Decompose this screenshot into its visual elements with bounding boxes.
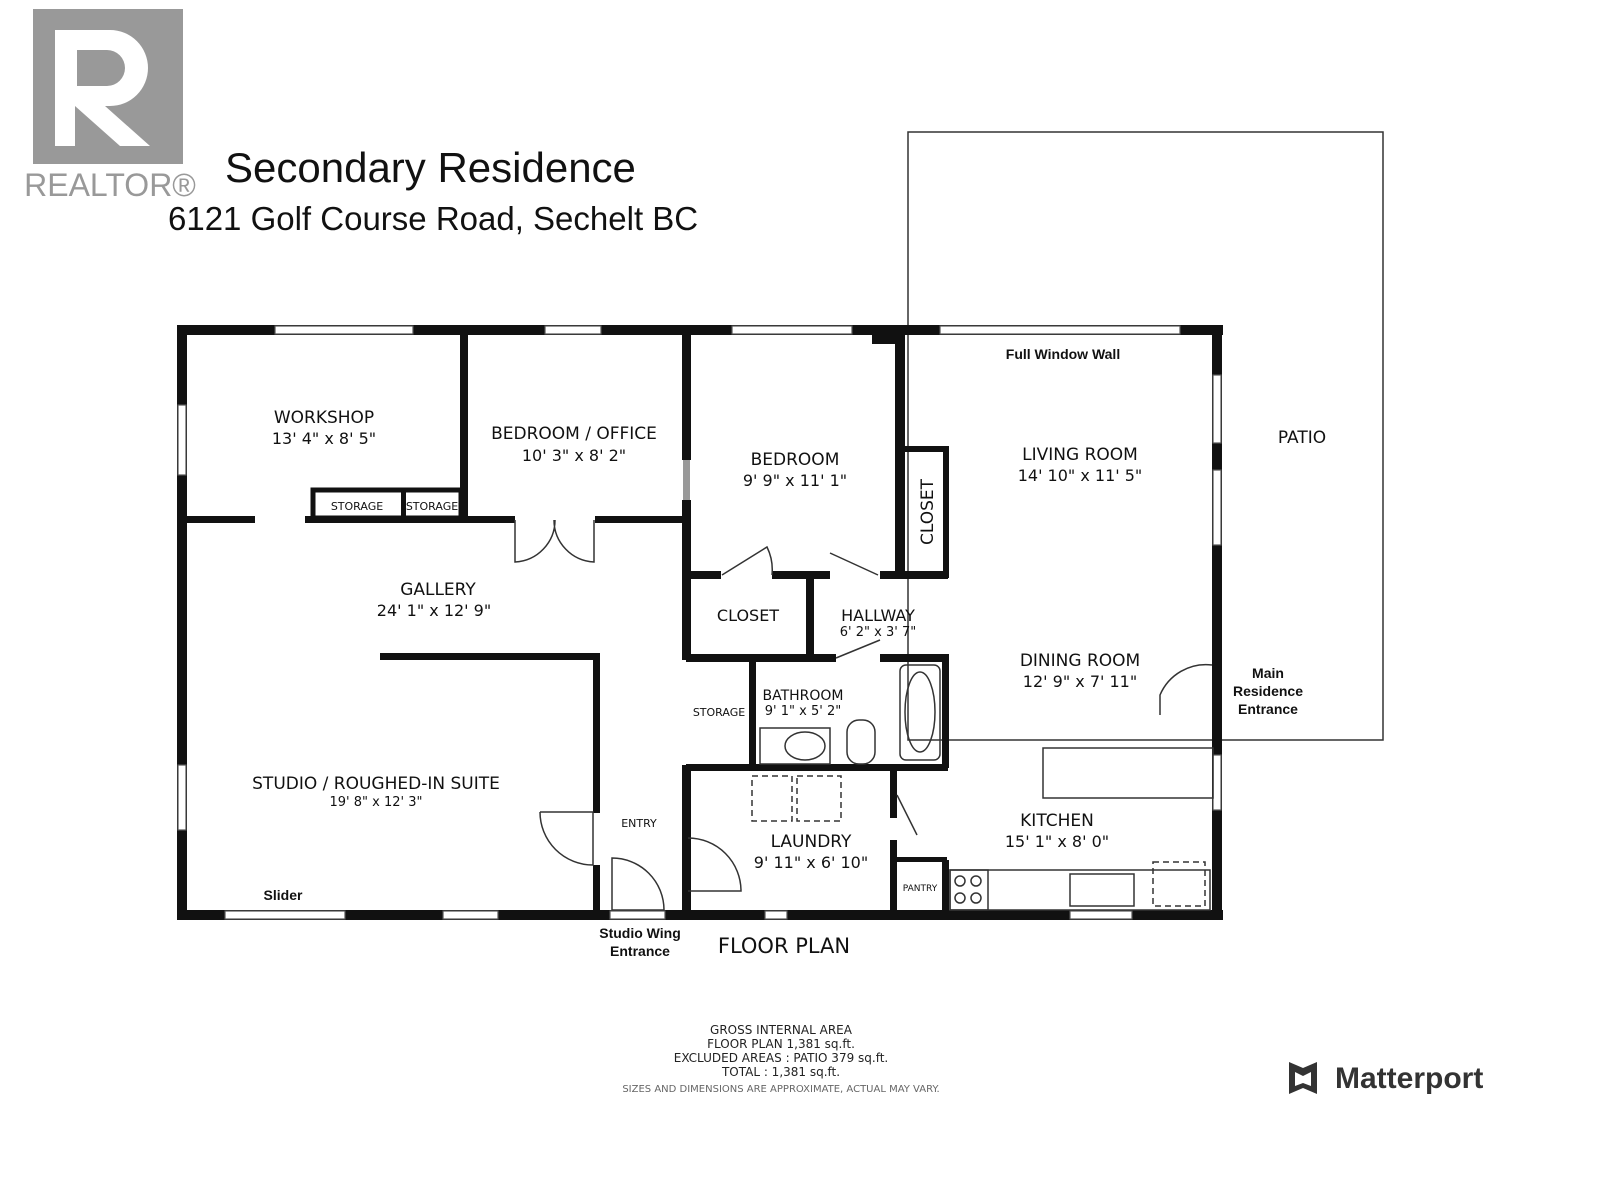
room-storage-2: STORAGE (406, 500, 458, 513)
room-dining-dims: 12' 9" x 7' 11" (1023, 672, 1137, 691)
realtor-logo: REALTOR® (24, 9, 196, 203)
room-storage-hall: STORAGE (693, 706, 745, 719)
room-bedroom-office-name: BEDROOM / OFFICE (491, 424, 657, 444)
room-closet: CLOSET (717, 606, 779, 625)
room-living-name: LIVING ROOM (1022, 445, 1138, 465)
room-studio-dims: 19' 8" x 12' 3" (330, 795, 423, 810)
room-entry: ENTRY (621, 817, 657, 830)
area-total: TOTAL : 1,381 sq.ft. (721, 1065, 840, 1079)
room-gallery-name: GALLERY (400, 580, 476, 600)
floor-plan-label: FLOOR PLAN (718, 934, 850, 958)
doors-fixtures (514, 519, 1214, 911)
area-disclaimer: SIZES AND DIMENSIONS ARE APPROXIMATE, AC… (622, 1084, 939, 1095)
room-laundry-name: LAUNDRY (771, 832, 852, 852)
room-closet-bedroom: CLOSET (918, 478, 938, 545)
label-studio-entrance-1: Studio Wing (599, 925, 681, 941)
label-studio-entrance-2: Entrance (610, 943, 670, 959)
room-workshop-name: WORKSHOP (274, 408, 374, 428)
room-dining-name: DINING ROOM (1020, 651, 1140, 671)
label-main-entrance-2: Residence (1233, 683, 1303, 699)
room-studio-name: STUDIO / ROUGHED-IN SUITE (252, 774, 500, 794)
room-hallway-dims: 6' 2" x 3' 7" (840, 625, 916, 640)
matterport-logo: Matterport (1289, 1062, 1483, 1095)
room-kitchen-dims: 15' 1" x 8' 0" (1005, 832, 1109, 851)
area-heading: GROSS INTERNAL AREA (710, 1023, 853, 1037)
realtor-logo-text: REALTOR® (24, 167, 196, 203)
room-gallery-dims: 24' 1" x 12' 9" (377, 601, 491, 620)
area-floor-plan: FLOOR PLAN 1,381 sq.ft. (707, 1037, 855, 1051)
label-main-entrance-1: Main (1252, 665, 1284, 681)
patio-outline (907, 131, 1384, 741)
windows (177, 325, 1222, 920)
room-pantry: PANTRY (903, 884, 938, 894)
room-bathroom-dims: 9' 1" x 5' 2" (765, 704, 841, 719)
room-laundry-dims: 9' 11" x 6' 10" (754, 853, 868, 872)
label-full-window-wall: Full Window Wall (1006, 346, 1120, 362)
area-excluded: EXCLUDED AREAS : PATIO 379 sq.ft. (674, 1051, 889, 1065)
room-storage-1: STORAGE (331, 500, 383, 513)
label-slider: Slider (264, 887, 303, 903)
matterport-name: Matterport (1335, 1062, 1483, 1095)
room-patio: PATIO (1278, 428, 1326, 448)
room-living-dims: 14' 10" x 11' 5" (1018, 466, 1143, 485)
room-bedroom-office-dims: 10' 3" x 8' 2" (522, 446, 626, 465)
room-workshop-dims: 13' 4" x 8' 5" (272, 429, 376, 448)
room-bathroom-name: BATHROOM (762, 688, 843, 704)
room-kitchen-name: KITCHEN (1020, 811, 1094, 831)
address: 6121 Golf Course Road, Sechelt BC (168, 200, 698, 237)
room-bedroom-name: BEDROOM (751, 450, 840, 470)
room-hallway-name: HALLWAY (841, 606, 915, 625)
walls (177, 325, 1223, 920)
page-title: Secondary Residence (225, 144, 636, 191)
label-main-entrance-3: Entrance (1238, 701, 1298, 717)
room-bedroom-dims: 9' 9" x 11' 1" (743, 471, 847, 490)
